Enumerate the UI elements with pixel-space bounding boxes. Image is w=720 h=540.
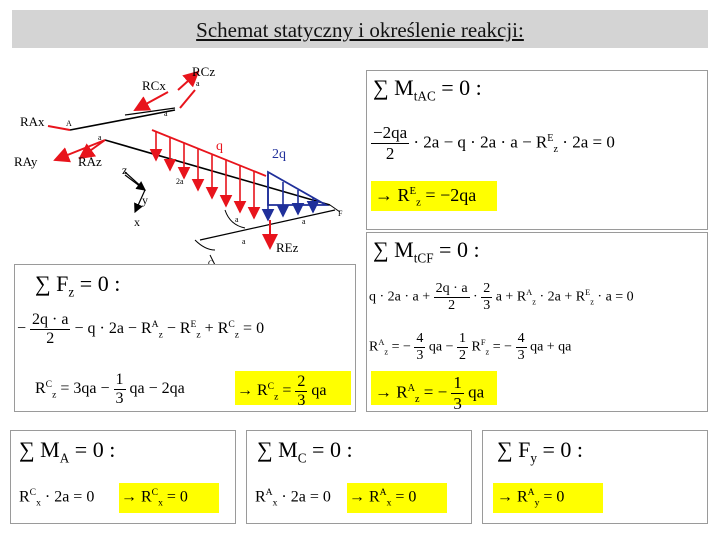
eq-mc-result: → RAx = 0	[349, 487, 417, 509]
label-rcz: RCz	[192, 64, 215, 79]
label-point-a: A	[66, 119, 72, 128]
label-a1: a	[164, 109, 168, 118]
highlight-rcz	[235, 371, 351, 405]
box-force-y: ∑ Fy = 0 : → RAy = 0	[482, 430, 708, 524]
reaction-rax-arrow	[47, 125, 71, 131]
label-ray: RAy	[14, 154, 38, 169]
highlight-ray	[493, 483, 603, 513]
eq-fy-head: ∑ Fy = 0 :	[497, 437, 584, 466]
label-2q: 2q	[272, 147, 286, 162]
label-z: z	[122, 163, 127, 177]
label-x: x	[134, 215, 140, 229]
eq-fz-head: ∑ Fz = 0 :	[35, 271, 121, 300]
label-2a: 2a	[176, 177, 184, 186]
label-a2: a	[98, 133, 102, 142]
beam-ac	[69, 109, 176, 131]
arc-b	[194, 239, 216, 251]
page-title: Schemat statyczny i określenie reakcji:	[196, 18, 524, 42]
reaction-rcz-arrow-2	[177, 70, 200, 91]
eq-ma-line1: RCx · 2a = 0	[19, 487, 95, 509]
highlight-rcx	[119, 483, 219, 513]
axis-x	[124, 171, 146, 191]
eq-fy-result: → RAy = 0	[497, 487, 565, 509]
eq-mc-line1: RAx · 2a = 0	[255, 487, 331, 509]
eq-mac-result: → REz = −2qa	[375, 185, 477, 209]
label-rax: RAx	[20, 114, 45, 129]
arc-a	[224, 209, 246, 229]
title-bar: Schemat statyczny i określenie reakcji:	[12, 10, 708, 48]
box-moment-a: ∑ MA = 0 : RCx · 2a = 0 → RCx = 0	[10, 430, 236, 524]
reaction-raz-arrow	[78, 139, 106, 160]
label-a4: a	[242, 237, 246, 246]
load-2q-arrows	[261, 174, 320, 222]
label-raz: RAz	[78, 154, 102, 169]
eq-mac-head: ∑ MtAC = 0 :	[373, 75, 482, 104]
beam-right	[329, 204, 341, 213]
beam-diag	[199, 209, 336, 241]
label-q: q	[216, 139, 223, 154]
load-q-top	[151, 129, 267, 177]
beam-main	[104, 139, 331, 206]
eq-mcf-head: ∑ MtCF = 0 :	[373, 237, 480, 266]
label-a5: a	[302, 217, 306, 226]
reaction-rcz-arrow	[179, 89, 196, 109]
load-2q-area	[267, 170, 330, 206]
label-rcx: RCx	[142, 78, 166, 93]
highlight-rax	[347, 483, 447, 513]
load-q-area	[150, 130, 265, 215]
label-a3: a	[235, 215, 239, 224]
highlight-raz	[371, 371, 497, 405]
load-q-arrows	[149, 132, 261, 220]
beam-drop	[209, 254, 216, 266]
box-moment-c: ∑ MC = 0 : RAx · 2a = 0 → RAx = 0	[246, 430, 472, 524]
label-rez: REz	[276, 240, 299, 255]
label-point-f: F	[338, 209, 343, 218]
eq-mc-head: ∑ MC = 0 :	[257, 437, 353, 466]
label-a6: a	[196, 79, 200, 88]
axis-y	[134, 189, 146, 214]
reaction-rcx-arrow	[133, 91, 169, 111]
label-point-c: C	[208, 259, 213, 268]
label-y: y	[142, 193, 148, 207]
eq-ma-result: → RCx = 0	[121, 487, 188, 509]
beam-top	[124, 107, 176, 116]
eq-ma-head: ∑ MA = 0 :	[19, 437, 116, 466]
highlight-rez	[371, 181, 497, 211]
